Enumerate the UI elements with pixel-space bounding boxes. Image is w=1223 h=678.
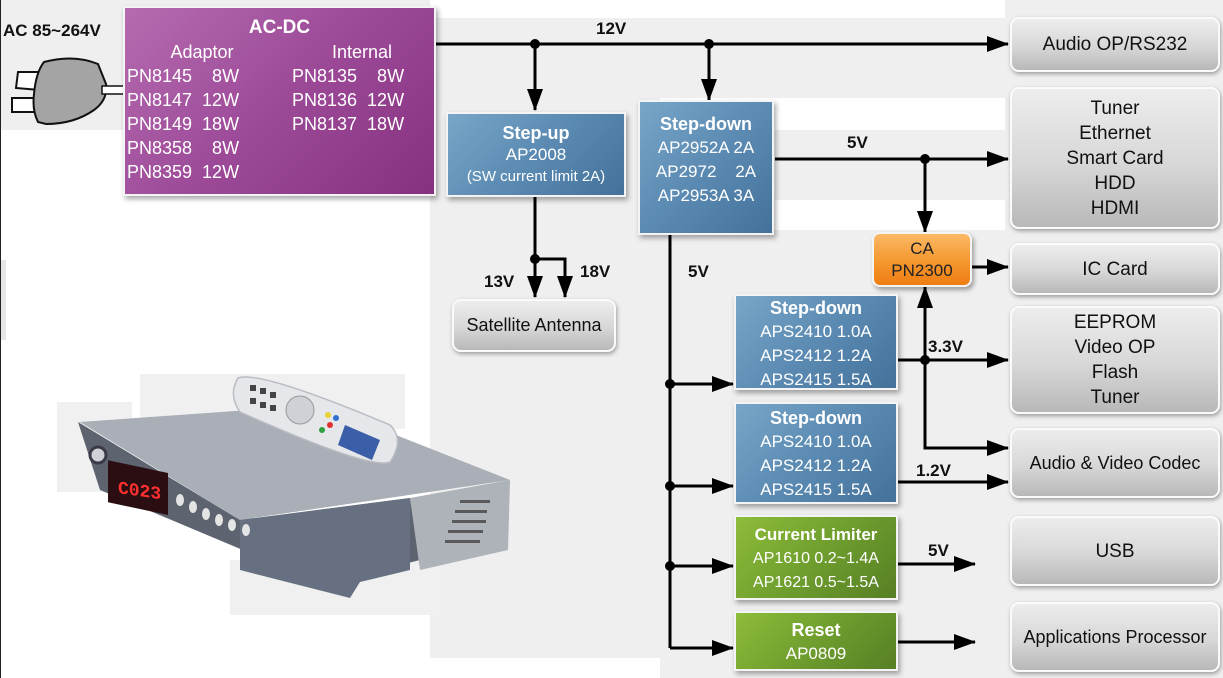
ca-line: CA xyxy=(910,239,934,258)
load-tuner-group: Tuner Ethernet Smart Card HDD HDMI xyxy=(1010,87,1220,229)
load-line: Satellite Antenna xyxy=(466,315,602,335)
stepdown-1v2-line: APS2412 1.2A xyxy=(760,456,872,475)
internal-item: PN8137 18W xyxy=(292,114,405,134)
load-line: EEPROM xyxy=(1073,312,1157,333)
rail-label-5v-usb: 5V xyxy=(928,541,949,560)
load-line: Tuner xyxy=(1090,387,1140,408)
stepdown-main-line: AP2952A 2A xyxy=(657,138,755,157)
rail-label-18v: 18V xyxy=(580,262,611,281)
junction-dot xyxy=(530,254,540,264)
junction-dot xyxy=(920,355,930,365)
background-panel xyxy=(430,18,1005,98)
rail-label-1v2: 1.2V xyxy=(916,461,951,480)
stepup-block: Step-up AP2008 (SW current limit 2A) xyxy=(446,112,626,197)
wire-3v3-to-codec xyxy=(923,360,1009,456)
power-plug-icon xyxy=(11,57,128,126)
load-line: Tuner xyxy=(1090,97,1140,119)
junction-dot xyxy=(665,481,675,491)
stepup-title: Step-up xyxy=(502,123,570,143)
rail-label-5v-trunk: 5V xyxy=(688,262,709,281)
rail-label-13v: 13V xyxy=(484,272,515,291)
junction-dot xyxy=(665,561,675,571)
stepup-line: (SW current limit 2A) xyxy=(466,168,606,185)
set-top-box-with-remote-icon: C023 xyxy=(78,376,510,598)
junction-dot xyxy=(665,379,675,389)
reset-line: AP0809 xyxy=(785,644,847,663)
current-limiter-line: AP1610 0.2~1.4A xyxy=(753,550,879,567)
stepdown-3v3-title: Step-down xyxy=(770,298,862,318)
load-audio-op: Audio OP/RS232 xyxy=(1010,17,1220,72)
stepdown-main-title: Step-down xyxy=(660,114,752,134)
load-line: Video OP xyxy=(1074,337,1156,358)
load-line: Ethernet xyxy=(1079,122,1151,144)
stepdown-3v3-line: APS2410 1.0A xyxy=(760,322,872,341)
background-panel xyxy=(0,260,6,340)
current-limiter-title: Current Limiter xyxy=(754,525,878,544)
stepdown-1v2-block: Step-down APS2410 1.0A APS2412 1.2A APS2… xyxy=(734,402,898,504)
load-line: Flash xyxy=(1091,362,1139,383)
stepdown-1v2-title: Step-down xyxy=(770,408,862,428)
load-ic-card: IC Card xyxy=(1010,243,1220,295)
current-limiter-block: Current Limiter AP1610 0.2~1.4A AP1621 0… xyxy=(734,515,898,600)
load-line: Audio & Video Codec xyxy=(1029,452,1201,473)
load-line: HDMI xyxy=(1090,197,1140,219)
stepdown-main-line: AP2972 2A xyxy=(655,162,757,181)
input-voltage-label: AC 85~264V xyxy=(3,21,101,40)
wire-18v xyxy=(535,257,573,298)
stepdown-1v2-line: APS2415 1.5A xyxy=(760,480,872,499)
ca-line: PN2300 xyxy=(891,261,953,280)
stepdown-main-line: AP2953A 3A xyxy=(657,186,755,205)
adaptor-item: PN8149 18W xyxy=(127,114,240,134)
load-line: Smart Card xyxy=(1066,147,1164,169)
load-satellite-antenna: Satellite Antenna xyxy=(452,299,616,352)
internal-item: PN8135 8W xyxy=(292,66,405,86)
load-line: USB xyxy=(1095,540,1135,562)
rail-label-5v-top: 5V xyxy=(847,133,868,152)
rail-label-12v: 12V xyxy=(596,19,627,38)
adaptor-item: PN8147 12W xyxy=(127,90,240,110)
stepdown-3v3-block: Step-down APS2410 1.0A APS2412 1.2A APS2… xyxy=(734,294,898,390)
background-panel xyxy=(775,130,1005,200)
stepdown-3v3-line: APS2412 1.2A xyxy=(760,346,872,365)
ca-block: CA PN2300 xyxy=(872,232,972,287)
internal-header: Internal xyxy=(331,42,393,62)
load-app-processor: Applications Processor xyxy=(1010,602,1220,672)
load-av-codec: Audio & Video Codec xyxy=(1010,428,1220,498)
current-limiter-line: AP1621 0.5~1.5A xyxy=(753,574,879,591)
stepup-line: AP2008 xyxy=(505,145,567,164)
reset-block: Reset AP0809 xyxy=(734,611,898,671)
junction-dot xyxy=(530,39,540,49)
load-line: Audio OP/RS232 xyxy=(1042,34,1188,55)
internal-item: PN8136 12W xyxy=(292,90,405,110)
adaptor-header: Adaptor xyxy=(170,42,234,62)
reset-title: Reset xyxy=(791,620,841,640)
adaptor-item: PN8358 8W xyxy=(127,138,240,158)
load-line: HDD xyxy=(1094,172,1136,194)
junction-dot xyxy=(704,39,714,49)
acdc-title: AC-DC xyxy=(248,17,311,38)
junction-dot xyxy=(920,154,930,164)
rail-label-3v3: 3.3V xyxy=(928,337,963,356)
stepdown-3v3-line: APS2415 1.5A xyxy=(760,370,872,389)
acdc-block: AC-DC Adaptor PN8145 8W PN8147 12W PN814… xyxy=(123,6,436,196)
stepdown-main-block: Step-down AP2952A 2A AP2972 2A AP2953A 3… xyxy=(638,100,774,235)
adaptor-item: PN8359 12W xyxy=(127,162,240,182)
adaptor-item: PN8145 8W xyxy=(127,66,240,86)
load-usb: USB xyxy=(1010,516,1220,586)
load-line: Applications Processor xyxy=(1023,626,1207,647)
left-border xyxy=(0,0,1,678)
stepdown-1v2-line: APS2410 1.0A xyxy=(760,432,872,451)
load-line: IC Card xyxy=(1082,258,1148,280)
load-eeprom-group: EEPROM Video OP Flash Tuner xyxy=(1010,306,1220,414)
